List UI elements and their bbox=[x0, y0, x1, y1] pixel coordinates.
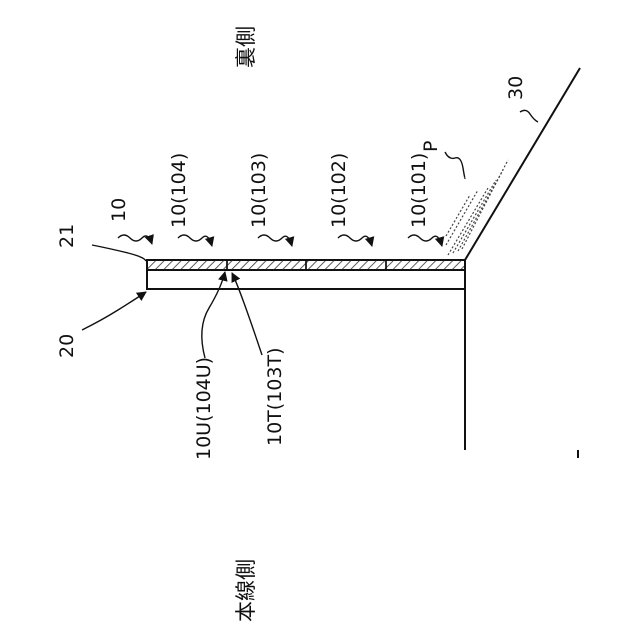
label-ura-side: 裏側 bbox=[234, 26, 258, 68]
leader-base-20 bbox=[82, 292, 146, 330]
label-region-p: P bbox=[420, 141, 442, 152]
label-panel-103: 10(103) bbox=[248, 153, 270, 228]
panel-103-strip bbox=[227, 260, 306, 270]
label-panel-104: 10(104) bbox=[168, 153, 190, 228]
label-base-20: 20 bbox=[56, 334, 78, 358]
leader-panel-101 bbox=[408, 235, 442, 246]
leader-layer-21 bbox=[92, 245, 146, 261]
leader-panel-102 bbox=[338, 235, 372, 246]
panel-102-strip bbox=[306, 260, 386, 270]
leader-slope-30 bbox=[520, 110, 538, 122]
label-honsen-side: 本線側 bbox=[234, 559, 258, 622]
leader-edge-top bbox=[232, 273, 262, 355]
label-slope-30: 30 bbox=[505, 76, 527, 100]
leader-region-p bbox=[445, 152, 465, 178]
leader-edge-upper bbox=[202, 272, 225, 358]
label-panel-101: 10(101) bbox=[408, 153, 430, 228]
leader-panel-group bbox=[118, 235, 152, 244]
label-edge-top: 10T(103T) bbox=[264, 348, 286, 446]
panel-104-strip bbox=[147, 260, 227, 270]
label-layer-21: 21 bbox=[56, 224, 78, 248]
leader-panel-104 bbox=[178, 235, 212, 246]
label-panel-102: 10(102) bbox=[328, 153, 350, 228]
panel-101-strip bbox=[386, 260, 465, 270]
label-panel-group: 10 bbox=[108, 198, 130, 222]
leader-panel-103 bbox=[258, 235, 292, 246]
label-edge-upper: 10U(104U) bbox=[193, 357, 215, 460]
